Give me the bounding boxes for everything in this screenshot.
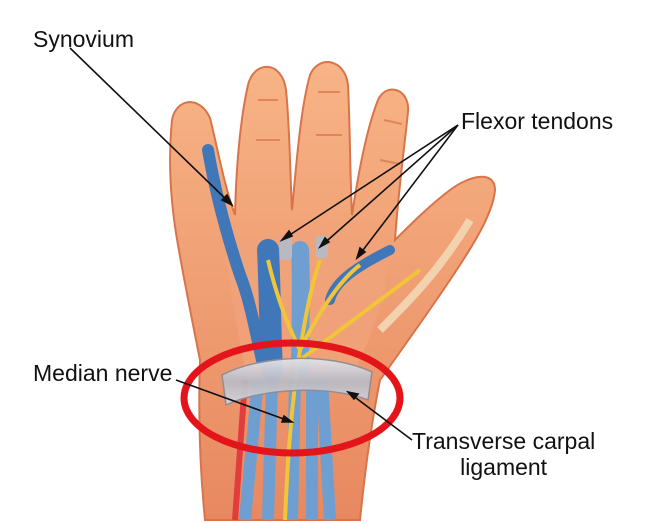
- label-transverse-line2: ligament: [460, 454, 548, 481]
- label-median-nerve: Median nerve: [33, 360, 173, 386]
- label-synovium: Synovium: [33, 26, 134, 52]
- label-flexor-tendons: Flexor tendons: [461, 108, 614, 134]
- flexor-leader-3: [356, 124, 459, 259]
- leader-lines: [69, 47, 459, 441]
- transverse-leader: [347, 391, 413, 441]
- flexor-leader-1: [281, 124, 459, 241]
- median-leader: [175, 379, 293, 423]
- highlight-ellipse: [180, 339, 404, 457]
- label-transverse-carpal-ligament: Transverse carpal ligament: [412, 428, 595, 481]
- synovium-leader: [69, 47, 233, 206]
- flexor-leader-2: [319, 124, 459, 248]
- label-transverse-line1: Transverse carpal: [412, 428, 596, 454]
